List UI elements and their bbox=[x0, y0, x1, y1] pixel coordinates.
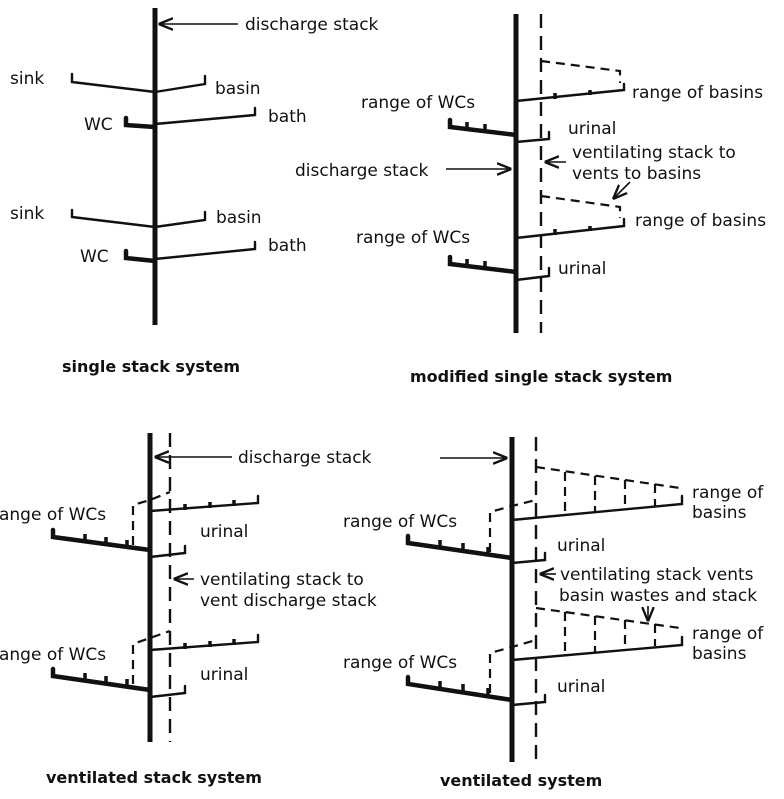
basin-vent-pipe bbox=[535, 606, 681, 630]
urinal-range-branch bbox=[148, 494, 260, 513]
label-range-of-basins: range of bbox=[692, 483, 764, 503]
label-basins: basins bbox=[692, 503, 747, 523]
label-basin: basin bbox=[215, 79, 261, 99]
label-bath: bath bbox=[268, 236, 307, 256]
label-basin-wastes-and-stack: basin wastes and stack bbox=[559, 586, 757, 606]
label-range-of-wcs: range of WCs bbox=[356, 228, 470, 248]
label-urinal: urinal bbox=[568, 119, 616, 139]
basin-range-waste bbox=[514, 82, 626, 103]
urinal-branch bbox=[148, 544, 187, 559]
wc-branch bbox=[123, 248, 158, 264]
wc-range-branch bbox=[405, 533, 515, 561]
label-discharge-stack: discharge stack bbox=[245, 15, 379, 35]
label-urinal: urinal bbox=[200, 665, 248, 685]
urinal-branch bbox=[510, 693, 547, 707]
wc-range-branch bbox=[405, 674, 515, 703]
basin-vent-pipe bbox=[535, 465, 681, 490]
wc-range-branch bbox=[447, 117, 519, 138]
label-range-of-wcs: range of WCs bbox=[343, 653, 457, 673]
basin-range-waste bbox=[514, 217, 626, 240]
label-urinal: urinal bbox=[557, 677, 605, 697]
wc-range-branch bbox=[447, 254, 519, 275]
vent-to-basins-arrow bbox=[614, 181, 631, 198]
basin-branch bbox=[153, 74, 207, 94]
basin-vent-pipe bbox=[540, 194, 622, 218]
basin-range-waste bbox=[510, 494, 684, 522]
urinal-range-branch bbox=[148, 633, 260, 652]
label-discharge-stack: discharge stack bbox=[238, 448, 372, 468]
label-basin: basin bbox=[216, 208, 262, 228]
urinal-branch bbox=[514, 266, 551, 282]
label-range-of-basins: range of bbox=[692, 624, 764, 644]
panel-ventilated-stack: discharge stack range of WCs urinal vent… bbox=[0, 433, 377, 787]
label-ventilating-stack-vents: ventilating stack vents bbox=[560, 565, 754, 585]
label-range-of-wcs: range of WCs bbox=[0, 645, 106, 665]
wc-range-branch bbox=[50, 666, 153, 693]
label-urinal: urinal bbox=[558, 259, 606, 279]
label-range-of-basins: range of basins bbox=[632, 83, 763, 103]
urinal-branch bbox=[510, 551, 547, 565]
cross-vent-pipe bbox=[488, 638, 537, 693]
label-wc: WC bbox=[84, 115, 113, 135]
bath-branch bbox=[153, 106, 257, 126]
label-vent-discharge-stack: vent discharge stack bbox=[200, 591, 377, 611]
label-ventilating-stack: ventilating stack to bbox=[200, 570, 364, 590]
label-bath: bath bbox=[268, 107, 307, 127]
cross-vent-pipe bbox=[131, 629, 171, 684]
label-wc: WC bbox=[80, 247, 109, 267]
label-range-of-wcs: range of WCs bbox=[343, 512, 457, 532]
urinal-branch bbox=[514, 130, 551, 144]
basin-range-waste bbox=[510, 635, 684, 662]
label-urinal: urinal bbox=[557, 536, 605, 556]
wc-range-branch bbox=[50, 527, 153, 553]
bath-branch bbox=[153, 240, 257, 261]
basin-branch bbox=[153, 210, 207, 229]
urinal-branch bbox=[148, 684, 187, 699]
wc-branch bbox=[123, 115, 158, 130]
caption-modified-single-stack-system: modified single stack system bbox=[410, 367, 672, 386]
label-vents-to-basins: vents to basins bbox=[572, 164, 701, 184]
panel-ventilated-system: range of WCs range of basins urinal vent… bbox=[343, 437, 764, 790]
panel-single-stack: discharge stack sink basin WC bath sink … bbox=[10, 8, 379, 376]
cross-vent-pipe bbox=[131, 490, 171, 545]
label-discharge-stack: discharge stack bbox=[295, 161, 429, 181]
label-basins: basins bbox=[692, 644, 747, 664]
label-range-of-wcs: range of WCs bbox=[0, 505, 106, 525]
basin-vent-pipe bbox=[540, 59, 622, 83]
label-sink: sink bbox=[10, 204, 44, 224]
caption-single-stack-system: single stack system bbox=[62, 357, 240, 376]
sink-branch bbox=[70, 72, 157, 94]
cross-vent-pipe bbox=[488, 498, 537, 552]
sink-branch bbox=[70, 208, 157, 229]
label-urinal: urinal bbox=[200, 522, 248, 542]
caption-ventilated-stack-system: ventilated stack system bbox=[46, 768, 262, 787]
label-range-of-wcs: range of WCs bbox=[361, 93, 475, 113]
label-ventilating-stack: ventilating stack to bbox=[572, 143, 736, 163]
caption-ventilated-system: ventilated system bbox=[440, 771, 602, 790]
label-range-of-basins: range of basins bbox=[635, 211, 766, 231]
label-sink: sink bbox=[10, 69, 44, 89]
panel-modified-single-stack: range of WCs range of basins urinal disc… bbox=[295, 14, 766, 386]
